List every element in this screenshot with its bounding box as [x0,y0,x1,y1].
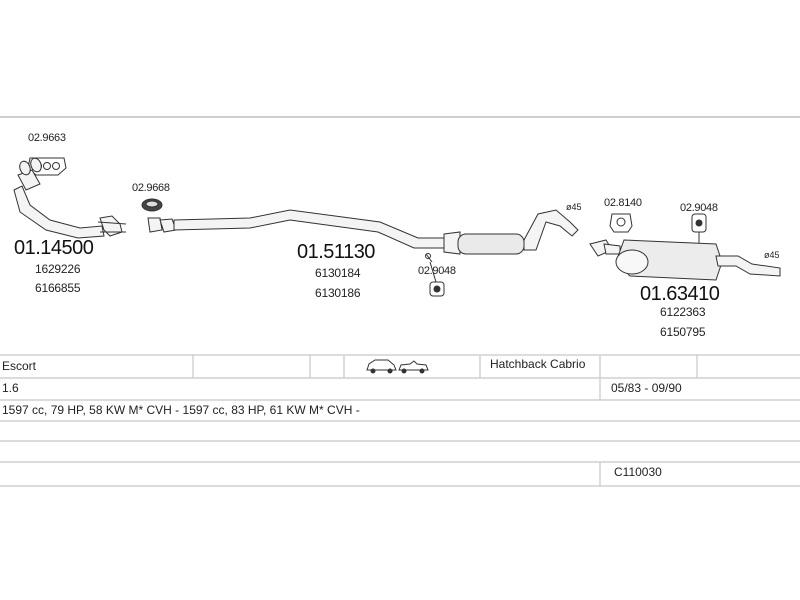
hanger-rear-02-9048 [691,213,707,246]
gasket-front-label: 02.9663 [28,132,66,144]
rear-silencer-01-63410 [589,239,781,281]
rear-silencer-code: 01.63410 [640,283,720,305]
clamp-ring-label: 02.9668 [132,182,170,194]
hanger-mid-label: 02.9048 [418,265,456,277]
tail-diameter: ø45 [764,250,780,260]
hanger-mid-02-9048 [425,253,445,297]
body-types-cell: Hatchback Cabrio [490,357,586,371]
front-pipe-01-14500 [13,157,127,239]
catalog-code-cell: C110030 [614,465,662,479]
years-cell: 05/83 - 09/90 [611,381,682,395]
model-cell: Escort [2,359,37,373]
engine-size-cell: 1.6 [2,381,19,395]
clamp-rear-label: 02.8140 [604,197,642,209]
hanger-rear-label: 02.9048 [680,202,718,214]
middle-pipe-code: 01.51130 [297,241,375,263]
clamp-ring-02-9668 [141,198,163,212]
mid-outlet-diameter: ø45 [566,202,582,212]
middle-pipe-01-51130 [147,209,579,255]
front-pipe-ref-1: 1629226 [35,262,81,276]
front-pipe-code: 01.14500 [14,237,94,259]
rear-silencer-ref-2: 6150795 [660,325,706,339]
middle-pipe-ref-2: 6130186 [315,286,361,300]
front-pipe-ref-2: 6166855 [35,281,81,295]
middle-pipe-ref-1: 6130184 [315,266,361,280]
rear-silencer-ref-1: 6122363 [660,305,706,319]
engine-desc-cell: 1597 cc, 79 HP, 58 KW M* CVH - 1597 cc, … [2,403,360,417]
clamp-02-8140 [609,213,633,233]
